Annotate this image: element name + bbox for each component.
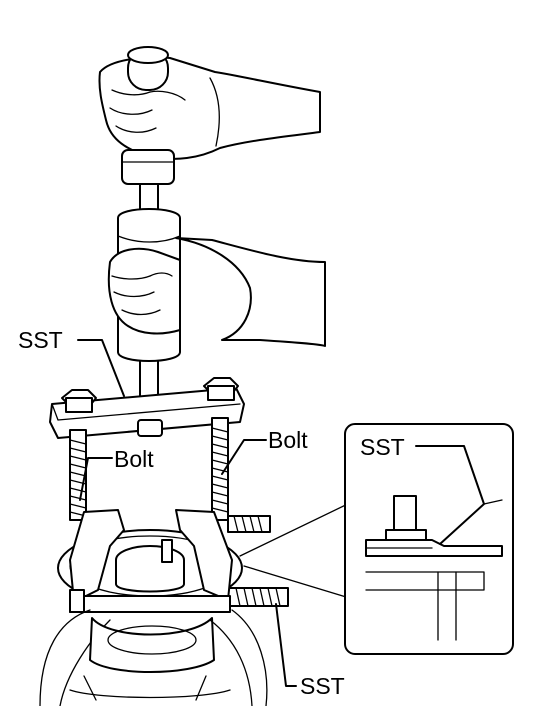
puller-crossbar: [49, 377, 245, 439]
side-bolt-lower: [227, 587, 289, 607]
label-inset-sst: SST: [360, 434, 405, 460]
label-sst-top: SST: [18, 327, 63, 353]
label-bolt-right: Bolt: [268, 427, 308, 453]
jaw-left: [69, 509, 125, 603]
upper-collar: [121, 149, 175, 185]
side-bolt-upper: [227, 515, 271, 533]
label-sst-bottom: SST: [300, 673, 345, 699]
lower-hand: [107, 237, 326, 347]
left-bolt: [69, 429, 87, 521]
hub-assembly: [57, 509, 243, 613]
callout-lines: [77, 339, 357, 687]
steering-knuckle: [39, 609, 268, 706]
label-bolt-left: Bolt: [114, 446, 154, 472]
detail-inset: [344, 423, 514, 655]
right-bolt: [211, 417, 229, 521]
